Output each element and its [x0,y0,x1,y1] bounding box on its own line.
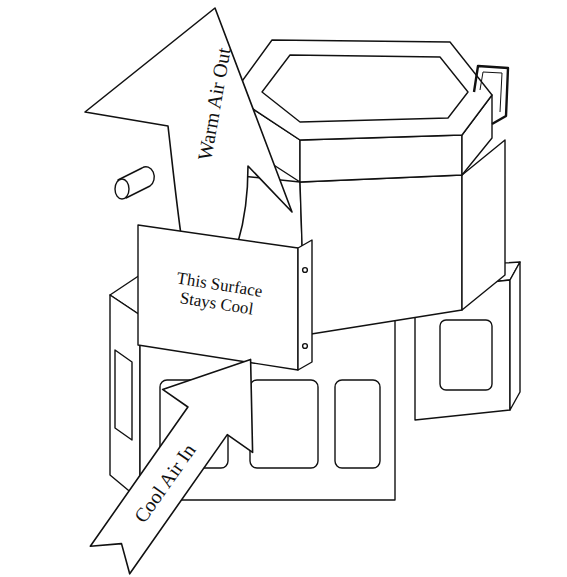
stove-lid [232,40,492,140]
heat-shield-panel [138,225,312,370]
warm-air-arrow [85,8,292,242]
knob [115,167,154,199]
handle [480,72,502,112]
handle [474,66,508,124]
cool-air-arrow [90,359,252,573]
